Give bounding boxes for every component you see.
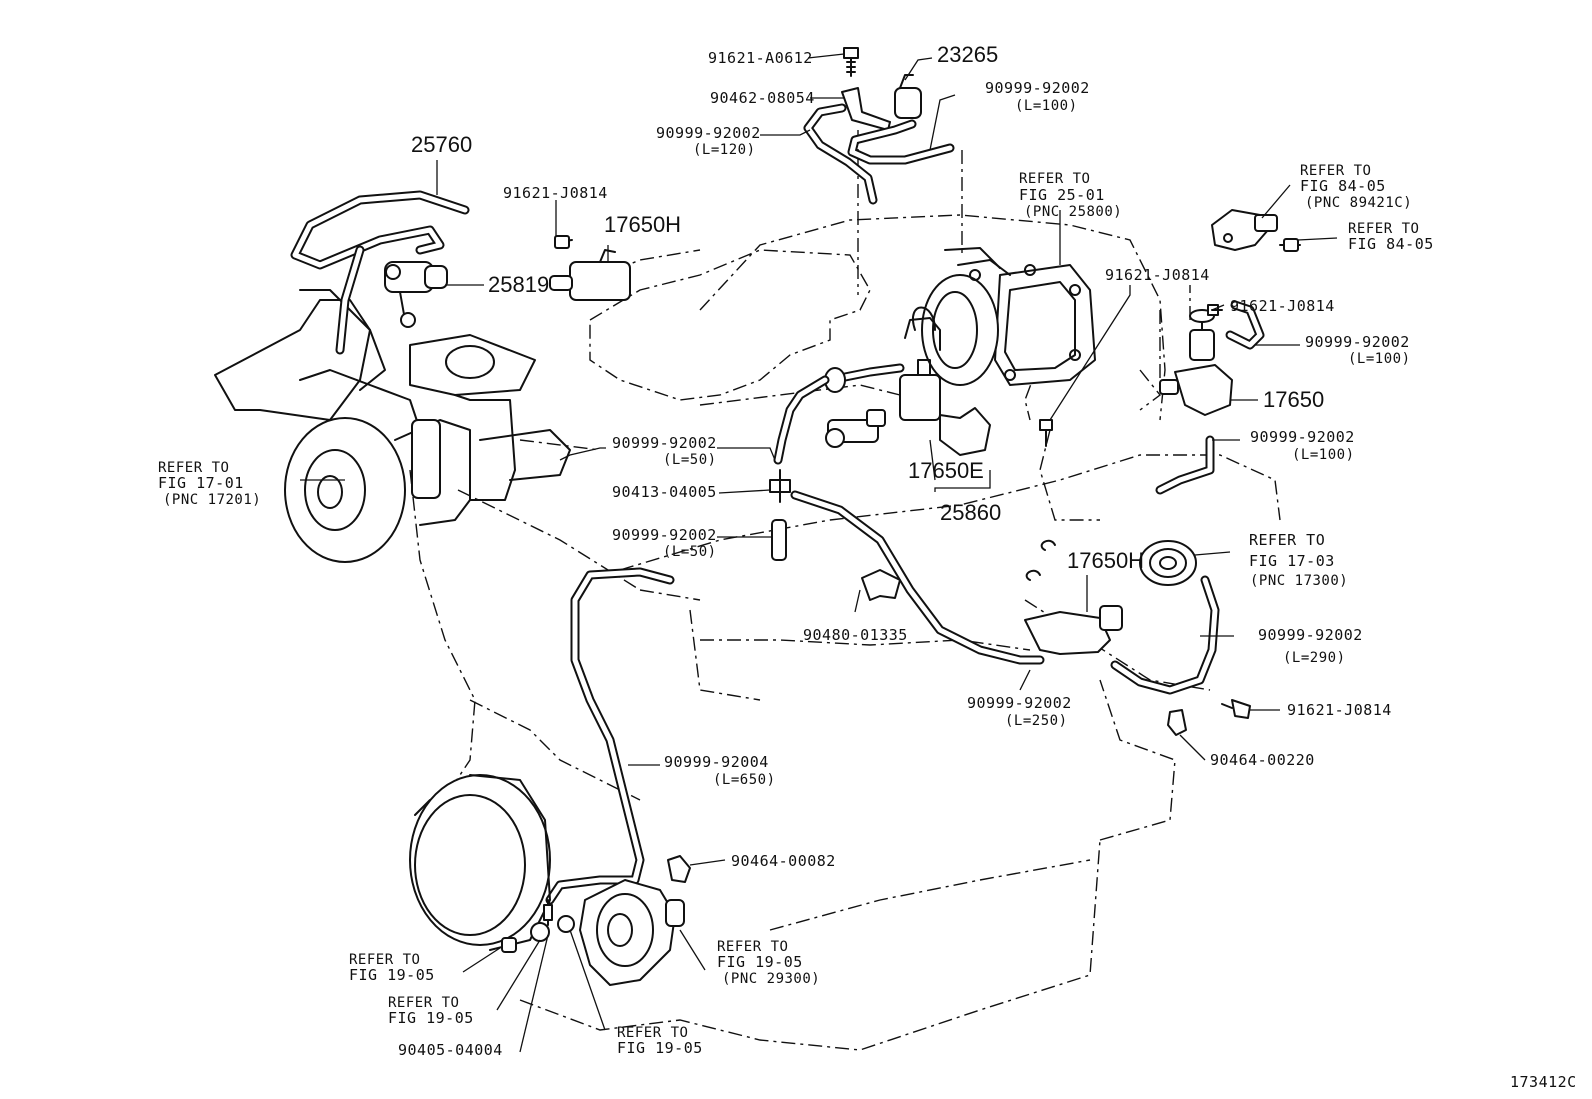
label-91621-j0814-d: 91621-J0814 — [1287, 701, 1392, 719]
clamp-90480-01335 — [861, 569, 901, 601]
lower-right-fasteners — [1167, 699, 1251, 736]
label-90999-92002-l50b: 90999-92002 — [612, 526, 717, 544]
label-90999-92002-r2-length: (L=100) — [1292, 447, 1355, 463]
label-25819: 25819 — [488, 272, 549, 297]
label-refer-84-05-b1: REFER TO — [1348, 221, 1419, 237]
label-90999-92002-l250: 90999-92002 — [967, 694, 1072, 712]
label-90999-92004-length: (L=650) — [713, 772, 776, 788]
hose-l290 — [1110, 575, 1220, 695]
label-refer-19-05-a3: (PNC 29300) — [722, 971, 820, 987]
vsv-17650h-lower — [1024, 539, 1123, 655]
vacuum-pump — [579, 855, 691, 986]
label-90999-92002-r1: 90999-92002 — [1305, 333, 1410, 351]
label-refer-17-03-a: REFER TO — [1249, 531, 1325, 549]
bottom-fittings — [501, 899, 575, 953]
label-90999-92004: 90999-92004 — [664, 753, 769, 771]
label-refer-25-01-a: REFER TO — [1019, 171, 1090, 187]
part-number-labels: 91621-A0612 23265 90462-08054 90999-9200… — [158, 42, 1577, 1091]
label-refer-19-05-a2: FIG 19-05 — [717, 953, 803, 971]
vsv-17650e — [899, 306, 991, 456]
label-90999-92002-top-length: (L=100) — [1015, 98, 1078, 114]
label-refer-19-05-c1: REFER TO — [388, 995, 459, 1011]
leader-lines — [300, 53, 1338, 1053]
label-90999-92002-l50a: 90999-92002 — [612, 434, 717, 452]
label-refer-19-05-a1: REFER TO — [717, 939, 788, 955]
bolt-91621-j0814-right — [1039, 419, 1053, 447]
label-refer-84-05-a3: (PNC 89421C) — [1305, 195, 1412, 211]
label-90464-00220: 90464-00220 — [1210, 751, 1315, 769]
hose-25760 — [290, 190, 470, 355]
figure-code: 173412C — [1510, 1073, 1577, 1091]
label-refer-19-05-b1: REFER TO — [349, 952, 420, 968]
sensor-89421c — [1211, 209, 1301, 252]
label-90999-92002-l50a-length: (L=50) — [663, 452, 717, 468]
valve-25819 — [384, 261, 448, 328]
label-25860: 25860 — [940, 500, 1001, 525]
label-90464-00082: 90464-00082 — [731, 852, 836, 870]
label-90999-92002-r1-length: (L=100) — [1348, 351, 1411, 367]
label-90462-08054: 90462-08054 — [710, 89, 815, 107]
label-17650h-lower: 17650H — [1067, 548, 1144, 573]
label-refer-17-01-b: FIG 17-01 — [158, 474, 244, 492]
label-refer-17-03-b: FIG 17-03 — [1249, 552, 1335, 570]
label-refer-19-05-b2: FIG 19-05 — [349, 966, 435, 984]
label-refer-17-01-a: REFER TO — [158, 460, 229, 476]
label-90999-92002-l50b-length: (L=50) — [663, 544, 717, 560]
label-90999-92002-l290-length: (L=290) — [1283, 650, 1346, 666]
label-refer-84-05-a2: FIG 84-05 — [1300, 177, 1386, 195]
label-90999-92002-l120: 90999-92002 — [656, 124, 761, 142]
label-91621-j0814-a: 91621-J0814 — [503, 184, 608, 202]
cylinder-head-cover — [589, 249, 901, 406]
top-centre-assembly — [803, 47, 955, 205]
vsv-17650 — [1155, 300, 1265, 495]
label-17650h-upper: 17650H — [604, 212, 681, 237]
label-90999-92002-l250-length: (L=250) — [1005, 713, 1068, 729]
crank-pulley — [409, 774, 551, 951]
hose-l650 — [545, 567, 675, 905]
label-refer-19-05-d1: REFER TO — [617, 1025, 688, 1041]
engine-block-outline — [409, 214, 1281, 1051]
label-23265: 23265 — [937, 42, 998, 67]
label-91621-a0612: 91621-A0612 — [708, 49, 813, 67]
label-refer-19-05-d2: FIG 19-05 — [617, 1039, 703, 1057]
ring-17300 — [1139, 540, 1197, 586]
label-90999-92002-r2: 90999-92002 — [1250, 428, 1355, 446]
label-refer-17-03-c: (PNC 17300) — [1250, 573, 1348, 589]
label-90405-04004: 90405-04004 — [398, 1041, 503, 1059]
label-90413-04005: 90413-04005 — [612, 483, 717, 501]
label-91621-j0814-c: 91621-J0814 — [1230, 297, 1335, 315]
label-refer-19-05-c2: FIG 19-05 — [388, 1009, 474, 1027]
label-90999-92002-l290: 90999-92002 — [1258, 626, 1363, 644]
label-17650e: 17650E — [908, 458, 984, 483]
egr-valve — [921, 247, 1096, 386]
label-refer-25-01-b: FIG 25-01 — [1019, 186, 1105, 204]
label-90999-92002-l120-length: (L=120) — [693, 142, 756, 158]
tee-and-hoses-centre — [769, 363, 1045, 665]
label-17650: 17650 — [1263, 387, 1324, 412]
label-refer-25-01-c: (PNC 25800) — [1024, 204, 1122, 220]
label-refer-17-01-c: (PNC 17201) — [163, 492, 261, 508]
label-91621-j0814-b: 91621-J0814 — [1105, 266, 1210, 284]
label-90480-01335: 90480-01335 — [803, 626, 908, 644]
label-refer-84-05-a1: REFER TO — [1300, 163, 1371, 179]
turbocharger — [214, 289, 571, 563]
label-90999-92002-top: 90999-92002 — [985, 79, 1090, 97]
vsv-17650h-upper — [549, 235, 631, 301]
label-refer-84-05-b2: FIG 84-05 — [1348, 235, 1434, 253]
label-25760: 25760 — [411, 132, 472, 157]
